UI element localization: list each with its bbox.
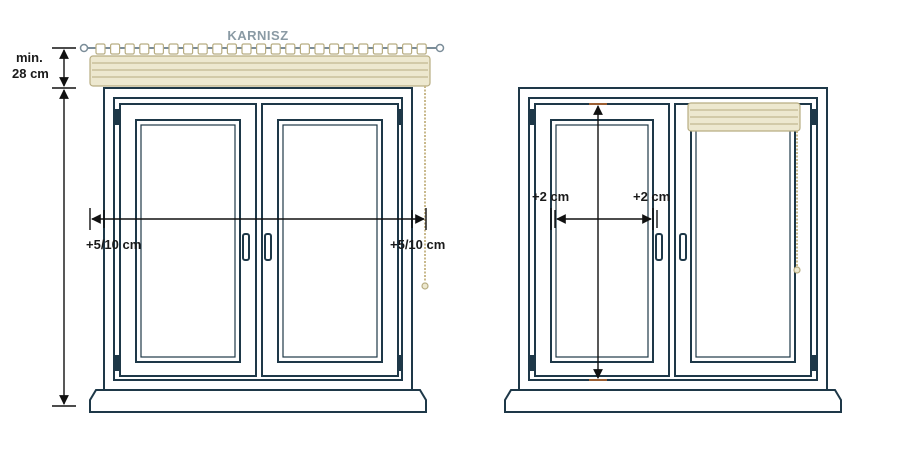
rail-ring — [299, 43, 310, 55]
left-window-handle-left — [242, 233, 250, 261]
right-blind-cord — [793, 131, 801, 274]
rail-ring — [256, 43, 267, 55]
left-rolled-blind — [89, 55, 431, 87]
rail-ring — [109, 43, 121, 55]
rail-ring — [226, 43, 237, 55]
rail-ring — [139, 43, 150, 55]
right-height-dimension — [589, 103, 607, 381]
rail-ring — [402, 43, 413, 55]
right-extension-label: +5/10 cm — [390, 237, 445, 252]
left-window-inner-frame — [113, 97, 403, 381]
rail-ring — [183, 43, 194, 55]
rail-ring — [153, 43, 164, 55]
right-window-outer-frame — [518, 87, 828, 391]
rail-ring — [124, 43, 135, 55]
left-window-glass-left — [135, 119, 241, 363]
curtain-rail — [79, 43, 445, 55]
left-window-sash-left — [119, 103, 257, 377]
left-window-glass-right — [277, 119, 383, 363]
rail-ring — [168, 43, 179, 55]
left-height-dimension — [52, 47, 76, 407]
left-window-outer-frame — [103, 87, 413, 391]
left-window-handle-right — [264, 233, 272, 261]
top-gap-label-line2: 28 cm — [12, 66, 49, 81]
right-window-sash-left — [534, 103, 670, 377]
top-gap-label-line1: min. — [16, 50, 43, 65]
rail-ring — [95, 43, 106, 55]
left-blind-cord — [421, 86, 429, 290]
left-extension-label: +5/10 cm — [86, 237, 141, 252]
rail-label: KARNISZ — [227, 28, 288, 43]
rail-ring — [270, 43, 281, 55]
rail-ring — [197, 43, 208, 55]
right-window-handle-left — [655, 233, 663, 261]
right-window-glass-left — [550, 119, 654, 363]
right-window-handle-right — [679, 233, 687, 261]
left-margin-label: +2 cm — [532, 189, 569, 204]
right-window-sill — [504, 389, 842, 413]
right-window — [504, 87, 842, 413]
rail-ring — [314, 43, 325, 55]
left-window — [89, 87, 427, 413]
rail-ring — [285, 43, 296, 55]
rail-ring — [241, 43, 252, 55]
right-window-glass-right — [690, 119, 796, 363]
left-window-sash-right — [261, 103, 399, 377]
rail-ring — [387, 43, 398, 55]
right-window-inner-frame — [528, 97, 818, 381]
rail-ring — [372, 43, 383, 55]
right-rolled-blind — [687, 102, 801, 132]
left-width-dimension — [89, 208, 427, 230]
right-width-dimension — [550, 208, 658, 230]
right-margin-label: +2 cm — [633, 189, 670, 204]
rail-ring — [329, 43, 340, 55]
rail-ring — [358, 43, 369, 55]
rail-ring — [343, 43, 354, 55]
left-window-sill — [89, 389, 427, 413]
rail-ring — [212, 43, 223, 55]
rail-ring — [416, 43, 427, 55]
